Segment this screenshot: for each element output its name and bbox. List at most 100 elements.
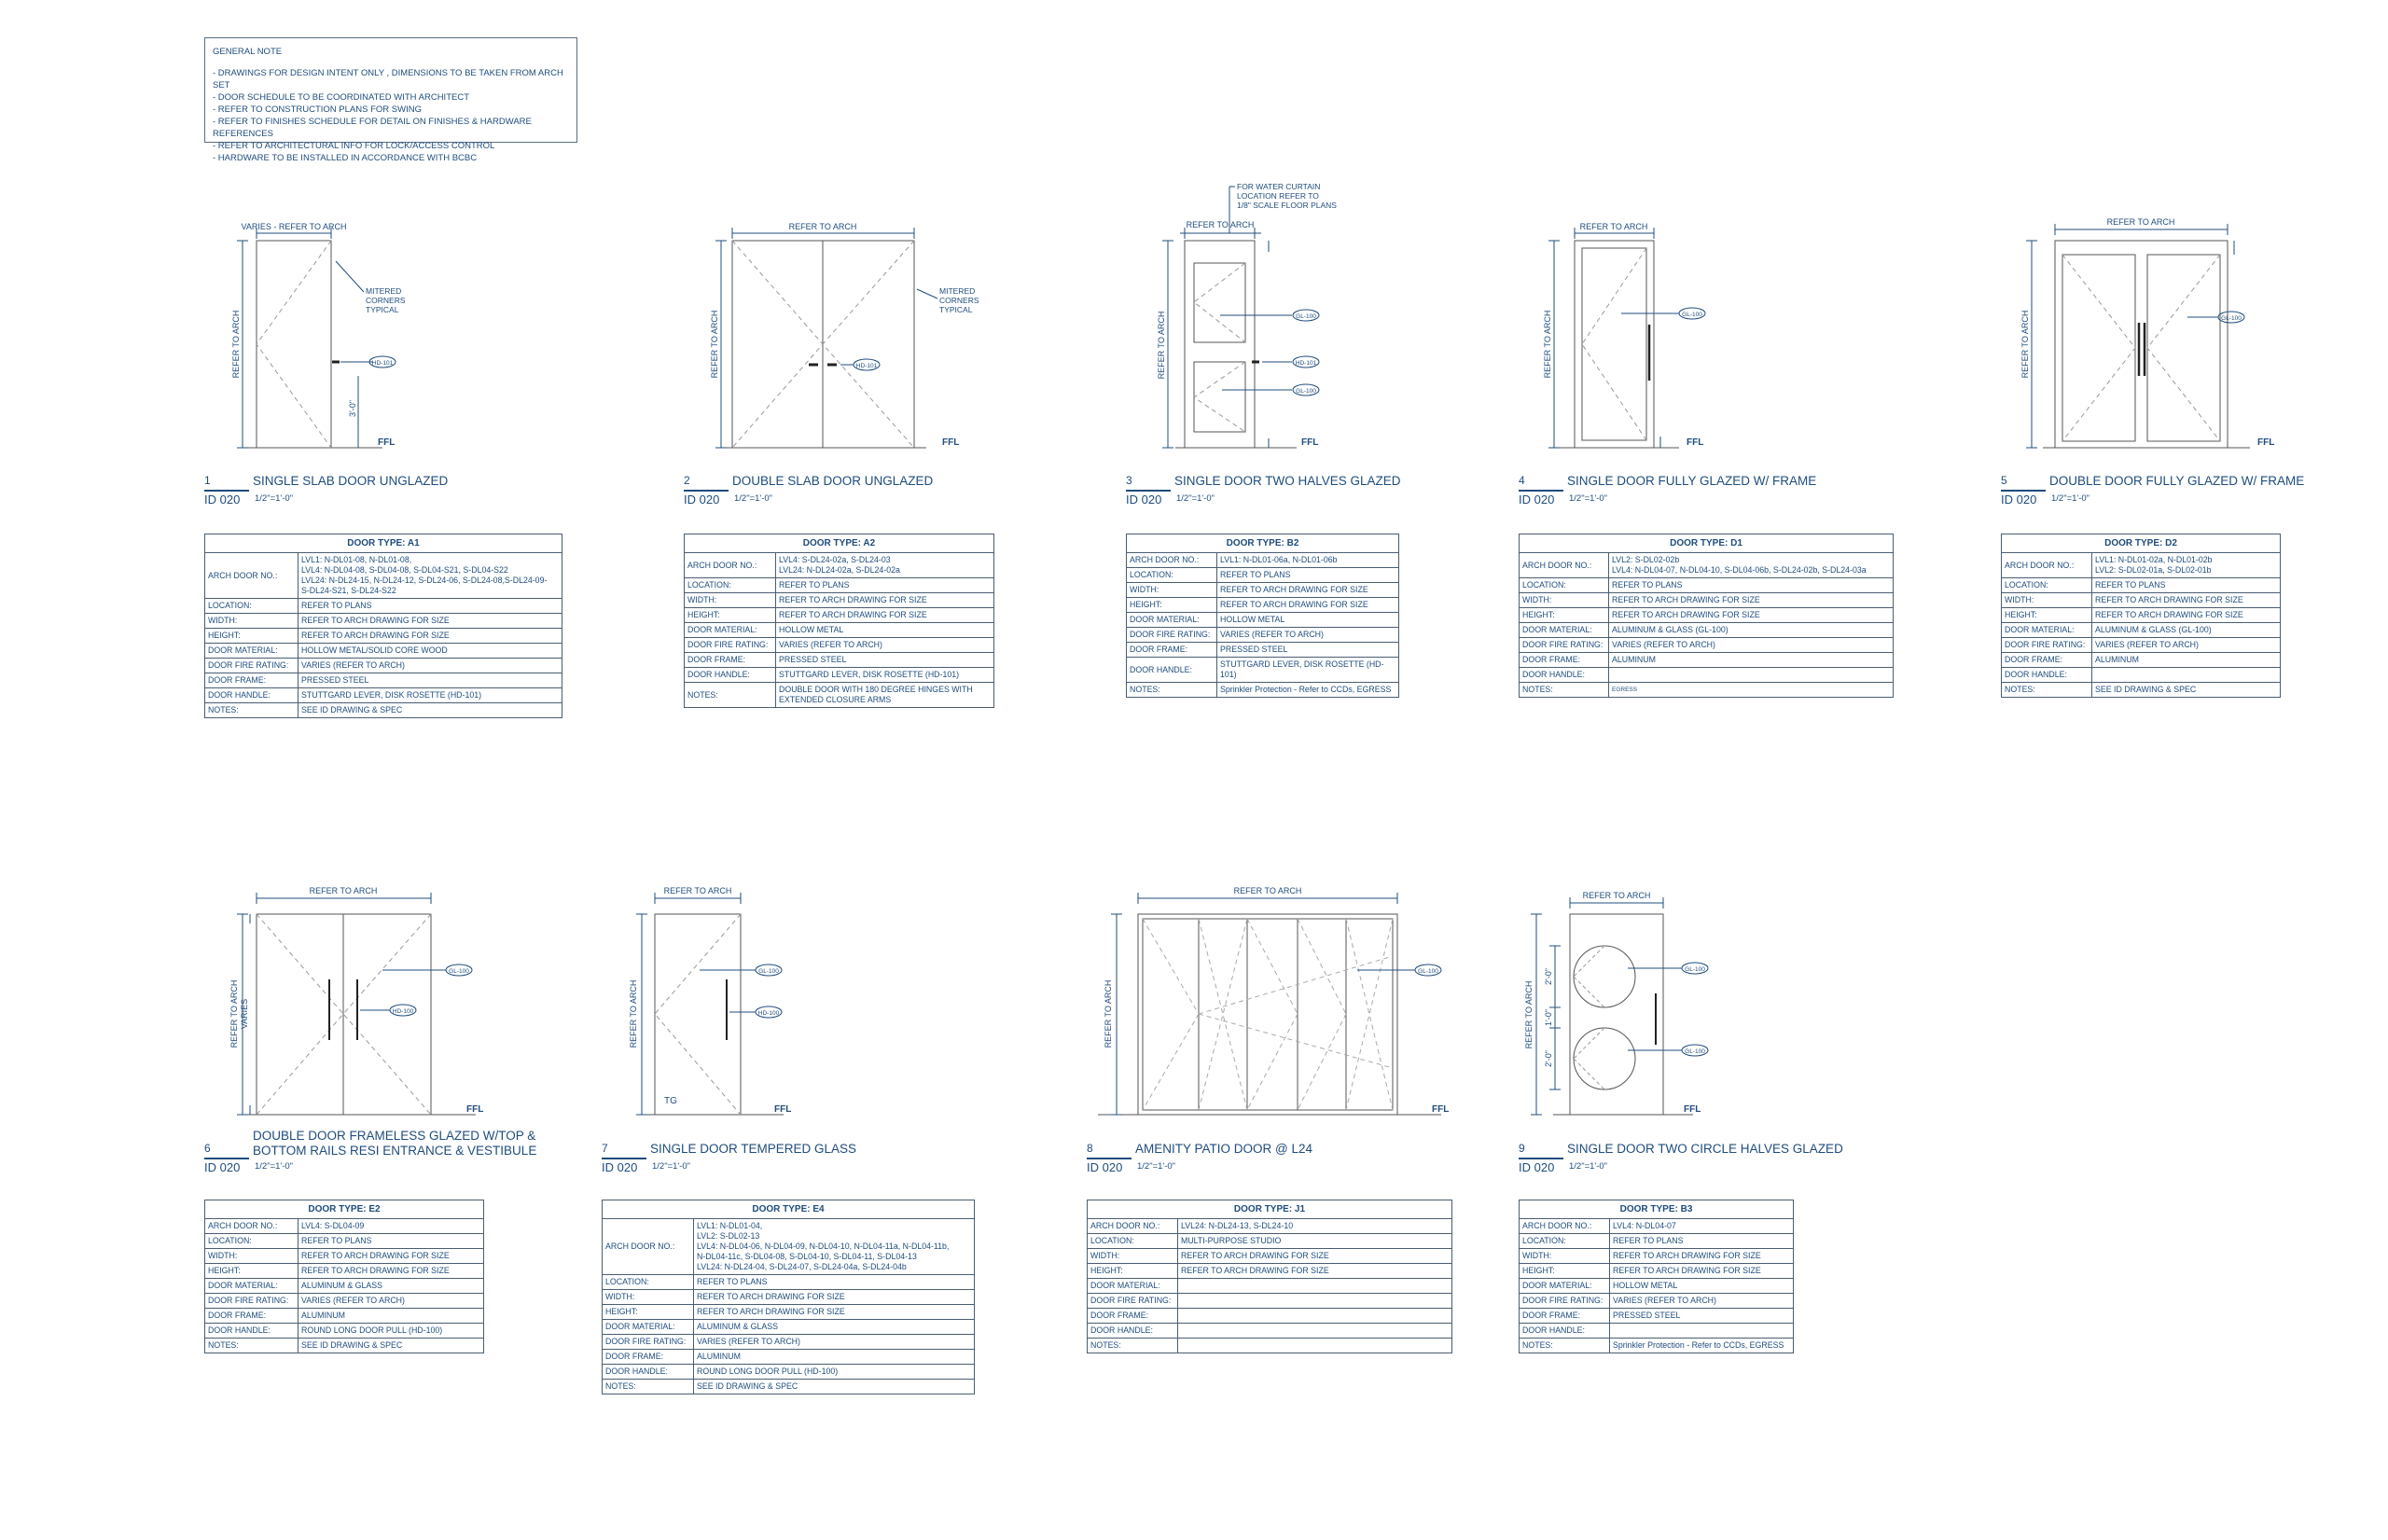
title-block-4: 4 SINGLE DOOR FULLY GLAZED W/ FRAME ID 0… xyxy=(1519,474,1826,511)
width-dim-label: REFER TO ARCH xyxy=(789,222,857,231)
row-label: DOOR HANDLE: xyxy=(1519,667,1609,683)
row-label: DOOR FRAME: xyxy=(2001,652,2092,668)
row-label: LOCATION: xyxy=(684,577,776,593)
height-dim-label: REFER TO ARCH xyxy=(629,980,638,1048)
row-value: Sprinkler Protection - Refer to CCDs, EG… xyxy=(1216,682,1399,698)
general-note-line: - HARDWARE TO BE INSTALLED IN ACCORDANCE… xyxy=(213,153,478,163)
row-label: DOOR MATERIAL: xyxy=(684,622,776,638)
row-value: REFER TO PLANS xyxy=(693,1274,975,1290)
elevation-5-svg: REFER TO ARCH REFER TO ARCH GL-100 FFL xyxy=(2020,217,2274,457)
row-value: REFER TO PLANS xyxy=(1216,567,1399,583)
row-value: HOLLOW METAL xyxy=(1216,612,1399,628)
row-label: DOOR MATERIAL: xyxy=(1087,1278,1178,1294)
glazing-right xyxy=(2147,255,2220,441)
title-block-8: 8 AMENITY PATIO DOOR @ L24 ID 020 1/2"=1… xyxy=(1087,1142,1367,1179)
row-label: NOTES: xyxy=(1519,1338,1610,1353)
detail-number: 6 xyxy=(204,1142,211,1155)
elevation-6: REFER TO ARCH REFER TO ARCH VARIES GL-10… xyxy=(224,881,504,1126)
lower-circle-glazing xyxy=(1574,1028,1635,1089)
elevation-3: REFER TO ARCH REFER TO ARCH FOR WATER CU… xyxy=(1147,177,1371,457)
row-label: NOTES: xyxy=(204,1338,298,1353)
elevation-6-svg: REFER TO ARCH REFER TO ARCH VARIES GL-10… xyxy=(229,886,483,1126)
row-value xyxy=(1177,1323,1452,1339)
dim-lower: 2'-0" xyxy=(1544,1050,1553,1067)
hd-tag: HD-101 xyxy=(856,363,878,369)
row-value: LVL24: N-DL24-13, S-DL24-10 xyxy=(1177,1218,1452,1234)
title-rule xyxy=(1126,490,1171,492)
title-rule xyxy=(204,1158,249,1159)
door-type-header: DOOR TYPE: J1 xyxy=(1087,1200,1452,1219)
row-label: DOOR FIRE RATING: xyxy=(1087,1293,1178,1309)
row-label: DOOR FIRE RATING: xyxy=(204,1293,298,1309)
swing-line xyxy=(257,241,331,448)
row-label: DOOR MATERIAL: xyxy=(204,643,298,659)
row-value: REFER TO ARCH DRAWING FOR SIZE xyxy=(2091,607,2281,623)
row-value: SEE ID DRAWING & SPEC xyxy=(693,1379,975,1394)
row-value: LVL4: S-DL24-02a, S-DL24-03 LVL24: N-DL2… xyxy=(775,552,994,578)
elevation-3-svg: REFER TO ARCH REFER TO ARCH FOR WATER CU… xyxy=(1157,182,1337,457)
scale-label: 1/2"=1'-0" xyxy=(1569,493,1608,504)
gl-tag-lower: GL-100 xyxy=(1296,388,1316,395)
title-rule xyxy=(1087,1158,1132,1159)
general-note-line: - REFER TO FINISHES SCHEDULE FOR DETAIL … xyxy=(213,117,532,139)
row-value: EGRESS xyxy=(1608,682,1894,698)
general-note-line: - REFER TO CONSTRUCTION PLANS FOR SWING xyxy=(213,104,422,115)
width-dim-label: REFER TO ARCH xyxy=(310,886,378,895)
gl-tag: GL-100 xyxy=(2221,315,2242,322)
row-value: HOLLOW METAL/SOLID CORE WOOD xyxy=(298,643,562,659)
width-dim-label: REFER TO ARCH xyxy=(1234,886,1302,895)
row-label: LOCATION: xyxy=(1087,1233,1178,1249)
door-type-header: DOOR TYPE: B2 xyxy=(1126,534,1399,553)
row-value: REFER TO ARCH DRAWING FOR SIZE xyxy=(1177,1263,1452,1279)
row-value: VARIES (REFER TO ARCH) xyxy=(775,637,994,653)
detail-title: AMENITY PATIO DOOR @ L24 xyxy=(1135,1142,1312,1156)
row-value: REFER TO ARCH DRAWING FOR SIZE xyxy=(1609,1248,1794,1264)
title-block-2: 2 DOUBLE SLAB DOOR UNGLAZED ID 020 1/2"=… xyxy=(684,474,964,511)
row-label: NOTES: xyxy=(2001,682,2092,698)
scale-label: 1/2"=1'-0" xyxy=(1137,1161,1176,1172)
sheet-ref: ID 020 xyxy=(1519,1160,1555,1174)
row-label: ARCH DOOR NO.: xyxy=(1126,552,1217,568)
row-label: DOOR FRAME: xyxy=(204,673,298,688)
door-slab xyxy=(257,241,331,448)
row-value: HOLLOW METAL xyxy=(775,622,994,638)
gl-tag: GL-100 xyxy=(449,968,469,975)
door-schedule-j1: DOOR TYPE: J1 ARCH DOOR NO.:LVL24: N-DL2… xyxy=(1087,1200,1452,1353)
scale-label: 1/2"=1'-0" xyxy=(652,1161,691,1172)
elevation-8: REFER TO ARCH REFER TO ARCH GL-100 FFL xyxy=(1087,881,1460,1126)
door-type-header: DOOR TYPE: B3 xyxy=(1519,1200,1794,1219)
gl-tag: GL-100 xyxy=(1682,312,1702,318)
door-type-header: DOOR TYPE: E4 xyxy=(602,1200,975,1219)
handle-height-label: 3'-0" xyxy=(348,400,357,417)
row-label: ARCH DOOR NO.: xyxy=(1087,1218,1178,1234)
row-value: REFER TO ARCH DRAWING FOR SIZE xyxy=(1608,607,1894,623)
row-label: NOTES: xyxy=(602,1379,694,1394)
door-frame xyxy=(2055,241,2228,448)
row-value xyxy=(1608,667,1894,683)
ffl-label: FFL xyxy=(1684,1104,1701,1115)
sheet-ref: ID 020 xyxy=(1087,1160,1123,1174)
sheet-ref: ID 020 xyxy=(204,1160,241,1174)
row-label: DOOR FRAME: xyxy=(602,1349,694,1365)
row-value: REFER TO ARCH DRAWING FOR SIZE xyxy=(693,1289,975,1305)
detail-title: SINGLE DOOR FULLY GLAZED W/ FRAME xyxy=(1567,474,1817,488)
row-label: DOOR MATERIAL: xyxy=(204,1278,298,1294)
detail-title: SINGLE DOOR TWO CIRCLE HALVES GLAZED xyxy=(1567,1142,1843,1156)
height-dim-label: REFER TO ARCH xyxy=(1104,980,1113,1048)
hd-tag: HD-101 xyxy=(1296,360,1317,367)
general-note: GENERAL NOTE - DRAWINGS FOR DESIGN INTEN… xyxy=(204,37,577,163)
title-block-5: 5 DOUBLE DOOR FULLY GLAZED W/ FRAME ID 0… xyxy=(2001,474,2327,511)
door-schedule-a2: DOOR TYPE: A2 ARCH DOOR NO.:LVL4: S-DL24… xyxy=(684,534,994,708)
row-label: DOOR FIRE RATING: xyxy=(1519,637,1609,653)
scale-label: 1/2"=1'-0" xyxy=(2051,493,2090,504)
title-rule xyxy=(204,490,249,492)
ffl-label: FFL xyxy=(1432,1104,1449,1115)
row-label: LOCATION: xyxy=(1519,1233,1610,1249)
row-label: ARCH DOOR NO.: xyxy=(2001,552,2092,578)
row-label: DOOR FRAME: xyxy=(1126,642,1217,658)
row-value: ALUMINUM & GLASS (GL-100) xyxy=(1608,622,1894,638)
elevation-7: REFER TO ARCH REFER TO ARCH GL-100 HD-10… xyxy=(616,881,821,1126)
